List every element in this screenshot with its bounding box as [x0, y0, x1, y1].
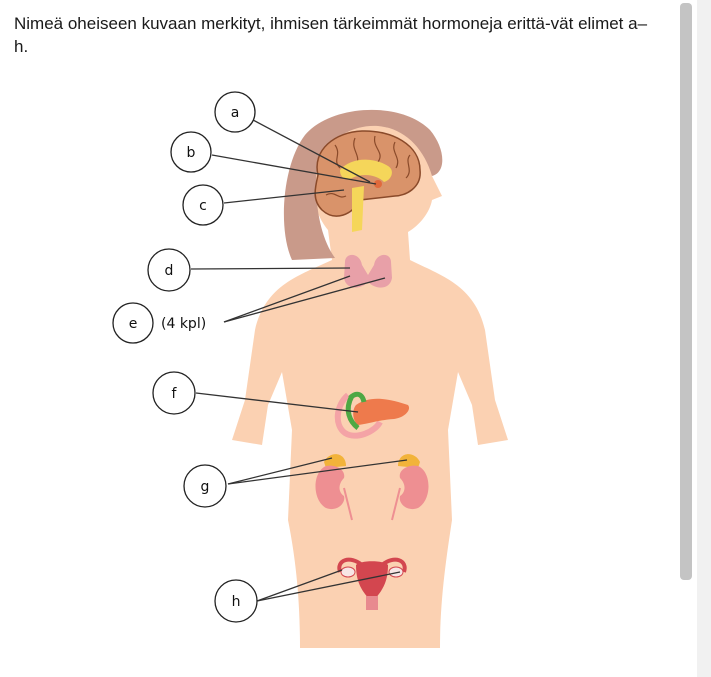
body-skin — [232, 117, 508, 648]
ureters — [343, 487, 401, 521]
label-b: b — [170, 131, 212, 173]
pancreas — [334, 391, 410, 439]
label-b-text: b — [187, 145, 196, 161]
label-g: g — [183, 464, 227, 508]
pituitary-gland — [374, 180, 382, 188]
label-f-text: f — [172, 386, 178, 402]
kidney-left — [315, 465, 345, 510]
label-c: c — [182, 184, 224, 226]
label-f: f — [152, 371, 196, 415]
brain — [314, 130, 421, 232]
leader-lines — [190, 119, 408, 602]
brain-folds — [325, 135, 411, 198]
label-d-text: d — [165, 263, 174, 279]
kidneys — [315, 454, 429, 521]
adrenal-left — [324, 454, 346, 468]
scrollbar-thumb[interactable] — [680, 3, 692, 580]
gallbladder — [345, 391, 367, 430]
label-d: d — [147, 248, 191, 292]
question-text: Nimeä oheiseen kuvaan merkityt, ihmisen … — [14, 14, 648, 56]
limbic-structure — [340, 159, 392, 182]
fallopian-tubes — [337, 557, 407, 573]
ovary-left — [340, 566, 356, 578]
ovary-right — [388, 566, 404, 578]
cervix — [366, 596, 378, 610]
duodenum — [334, 392, 383, 439]
label-e-text: e — [129, 316, 138, 332]
kidney-right — [399, 465, 429, 510]
brainstem — [352, 186, 364, 232]
label-h-text: h — [232, 594, 241, 610]
label-e-note: (4 kpl) — [161, 316, 206, 332]
uterus — [337, 557, 407, 610]
label-a-text: a — [231, 105, 240, 121]
label-e: e (4 kpl) — [112, 302, 206, 344]
scrollbar-track[interactable] — [697, 0, 711, 677]
uterus-body — [356, 561, 388, 598]
label-a: a — [214, 91, 256, 133]
adrenal-right — [398, 454, 420, 468]
label-h: h — [214, 579, 258, 623]
label-g-text: g — [201, 479, 210, 495]
pancreas-shape — [353, 398, 410, 425]
label-c-text: c — [199, 198, 207, 214]
